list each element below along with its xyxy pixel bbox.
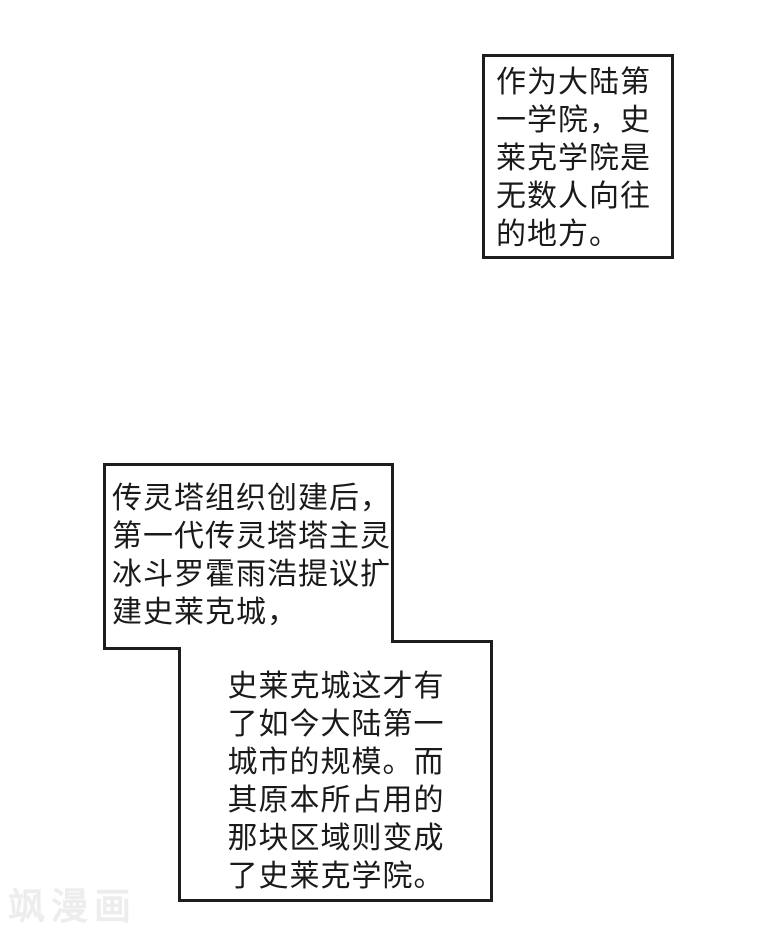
- speech-bubble-top-right-text: 作为大陆第 一学院，史 莱克学院是 无数人向往 的地方。: [496, 66, 651, 251]
- speech-bubble-top-right-outline: [482, 54, 674, 259]
- speech-bubble-merged-outline: [103, 463, 493, 902]
- publisher-watermark: 飒漫画: [8, 886, 137, 927]
- speech-bubble-bottom-text: 史莱克城这才有 了如今大陆第一 城市的规模。而 其原本所占用的 那块区域则变成 …: [227, 670, 445, 893]
- speech-bubble-mid-left-text: 传灵塔组织创建后， 第一代传灵塔塔主灵 冰斗罗霍雨浩提议扩 建史莱克城，: [112, 482, 391, 629]
